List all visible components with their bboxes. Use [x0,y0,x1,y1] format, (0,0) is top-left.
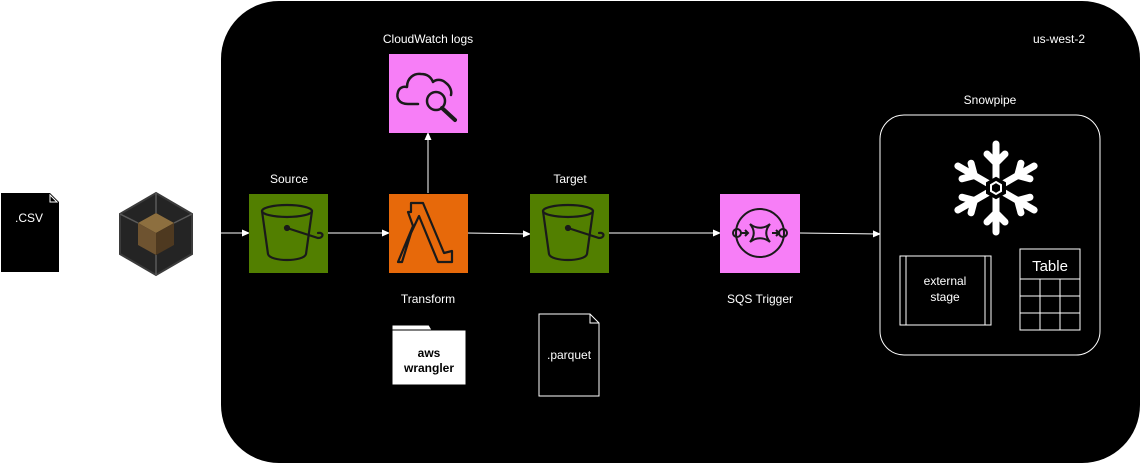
wrangler-line2: wrangler [403,361,454,375]
cloudwatch-label: CloudWatch logs [383,32,473,46]
region-label: us-west-2 [1033,32,1085,46]
cube-icon[interactable] [119,191,193,277]
parquet-file-label: .parquet [547,348,592,362]
table-label: Table [1032,258,1068,275]
bucket-icon [541,203,605,262]
external-stage-node[interactable]: external stage [899,255,992,326]
target-label: Target [553,172,587,186]
edge-sqs-to-snowpipe [799,230,881,238]
source-node[interactable] [249,194,328,273]
cloudwatch-node[interactable] [389,54,468,133]
external-stage-line1: external [924,274,967,288]
sqs-tile [720,194,800,273]
csv-file-label: .CSV [15,211,43,225]
lambda-icon [396,201,454,264]
edge-lambda-to-target [466,230,531,238]
lambda-label: Transform [401,292,455,306]
target-node[interactable] [530,194,609,273]
parquet-file[interactable]: .parquet [538,313,600,397]
bucket-icon [260,203,324,262]
lambda-node[interactable] [389,194,468,273]
external-stage-line2: stage [930,290,960,304]
sqs-node[interactable] [720,194,800,273]
csv-file[interactable]: .CSV [1,193,59,272]
snowpipe-label: Snowpipe [964,93,1017,107]
source-label: Source [270,172,308,186]
cloud-magnifier-icon [396,72,457,122]
table-node[interactable]: Table [1019,248,1081,331]
snowflake-icon [954,140,1038,236]
sqs-label: SQS Trigger [727,292,793,306]
sqs-queue-icon [732,208,788,258]
wrangler-line1: aws [418,346,441,360]
wrangler-folder[interactable]: aws wrangler [391,324,467,386]
